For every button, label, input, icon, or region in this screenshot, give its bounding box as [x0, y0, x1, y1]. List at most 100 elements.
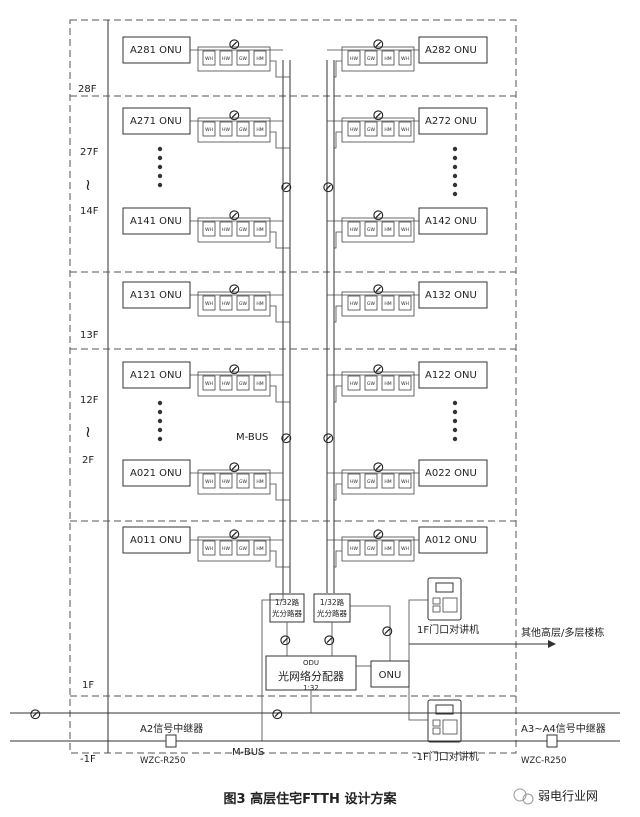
meter-label: HW: [350, 546, 358, 552]
onu-label: A011 ONU: [130, 535, 182, 546]
meter-label: HW: [222, 56, 230, 62]
meter-box: [347, 473, 361, 489]
floor-13f: 13F: [80, 330, 99, 341]
fiber-break-icon: ⊘: [228, 206, 241, 224]
meter-label: HM: [256, 546, 263, 552]
onu-label: A282 ONU: [425, 45, 477, 56]
meter-label: HW: [222, 127, 230, 133]
meter-box: [381, 221, 395, 237]
floor-27f: 27F: [80, 147, 99, 158]
meter-label: GW: [239, 479, 247, 485]
svg-text:弱电行业网: 弱电行业网: [538, 789, 598, 803]
meter-box: [364, 375, 378, 391]
meter-box: [347, 375, 361, 391]
external-break-icon-mid: ⊘: [271, 705, 284, 723]
meter-box: [202, 221, 216, 237]
fiber-break-icon: ⊘: [372, 106, 385, 124]
onu-label: A022 ONU: [425, 468, 477, 479]
meter-label: WH: [205, 479, 213, 485]
splitter-left: 1/32路 光分路器: [269, 593, 305, 623]
onu-main-box: ONU: [370, 660, 410, 688]
onu-label: A272 ONU: [425, 116, 477, 127]
meter-label: GW: [239, 56, 247, 62]
meter-box: [253, 221, 267, 237]
repeater-a2: A2信号中继器 WZC-R250: [140, 722, 203, 766]
svg-text:⊘: ⊘: [322, 178, 335, 196]
meter-label: HM: [384, 301, 391, 307]
meter-box: [253, 121, 267, 137]
meter-box: [347, 295, 361, 311]
meter-label: HM: [256, 56, 263, 62]
intercom-b1-label: -1F门口对讲机: [413, 750, 479, 763]
meter-box: [381, 540, 395, 556]
building-outline: [69, 19, 517, 754]
meter-label: HM: [384, 56, 391, 62]
meter-box: [398, 295, 412, 311]
svg-text:光分路器: 光分路器: [272, 608, 302, 618]
meter-label: WH: [401, 479, 409, 485]
floor-tilde-upper: ≀: [85, 175, 91, 194]
meter-label: GW: [239, 227, 247, 233]
meter-label: HW: [350, 127, 358, 133]
meter-label: GW: [367, 56, 375, 62]
meter-label: GW: [367, 301, 375, 307]
external-break-icon-left: ⊘: [29, 705, 42, 723]
fiber-break-icon: ⊘: [228, 525, 241, 543]
odu-box: ODU 光网络分配器 1:32: [265, 655, 357, 692]
meter-label: GW: [367, 546, 375, 552]
meter-box: [253, 473, 267, 489]
fiber-break-icon: ⊘: [228, 360, 241, 378]
intercom-1f-label: 1F门口对讲机: [417, 623, 479, 636]
floor-2f: 2F: [82, 455, 94, 466]
fiber-break-icon: ⊘: [228, 458, 241, 476]
meter-label: HM: [256, 479, 263, 485]
meter-label: HW: [350, 381, 358, 387]
svg-text:⊘: ⊘: [322, 429, 335, 447]
meter-box: [219, 221, 233, 237]
meter-label: HM: [384, 381, 391, 387]
meter-box: [253, 540, 267, 556]
meter-box: [253, 50, 267, 66]
intercom-1f-icon: [427, 577, 462, 621]
fiber-break-icon: ⊘: [372, 35, 385, 53]
meter-label: WH: [205, 546, 213, 552]
mbus-bottom-label: M-BUS: [232, 747, 264, 758]
meter-box: [219, 540, 233, 556]
svg-text:A3~A4信号中继器: A3~A4信号中继器: [521, 722, 606, 735]
svg-text:ODU: ODU: [303, 659, 319, 667]
meter-label: WH: [205, 381, 213, 387]
onu-label: A021 ONU: [130, 468, 182, 479]
meter-label: HM: [384, 546, 391, 552]
meter-label: WH: [205, 301, 213, 307]
meter-box: [381, 375, 395, 391]
onu-label: A142 ONU: [425, 216, 477, 227]
meter-box: [364, 221, 378, 237]
meter-box: [236, 221, 250, 237]
meter-box: [381, 295, 395, 311]
svg-text:A2信号中继器: A2信号中继器: [140, 722, 203, 735]
meter-box: [398, 50, 412, 66]
meter-label: GW: [367, 381, 375, 387]
onu-label: A121 ONU: [130, 370, 182, 381]
fiber-break-icon: ⊘: [372, 525, 385, 543]
meter-box: [202, 375, 216, 391]
floor-28f: 28F: [78, 84, 97, 95]
meter-label: GW: [239, 127, 247, 133]
meter-box: [219, 121, 233, 137]
meter-box: [398, 221, 412, 237]
svg-text:ONU: ONU: [379, 670, 402, 681]
meter-label: GW: [367, 127, 375, 133]
onu-label: A012 ONU: [425, 535, 477, 546]
meter-label: HW: [350, 479, 358, 485]
meter-label: WH: [401, 227, 409, 233]
fiber-break-icon: ⊘: [372, 458, 385, 476]
